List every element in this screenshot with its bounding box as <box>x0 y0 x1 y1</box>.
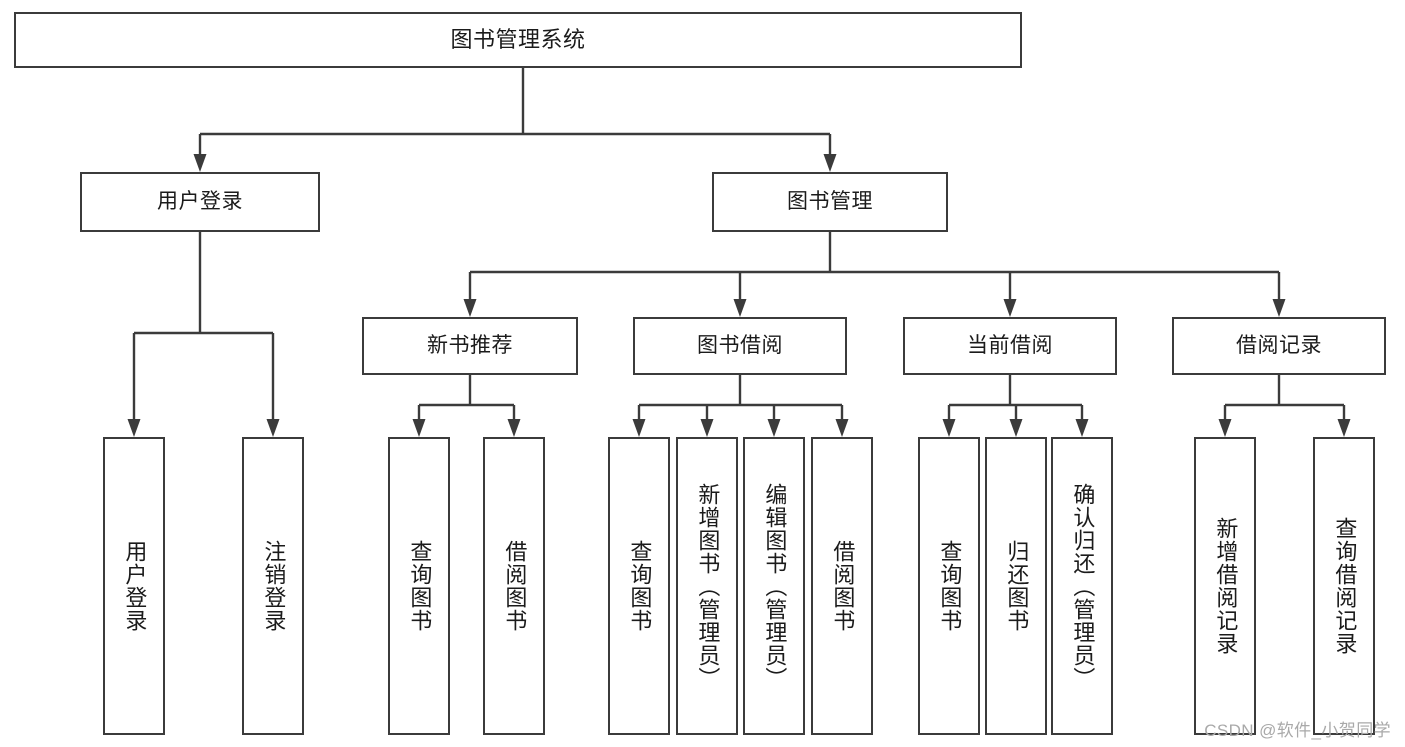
node-current-borrow[interactable]: 当前借阅 <box>903 317 1117 375</box>
node-book-manage[interactable]: 图书管理 <box>712 172 948 232</box>
node-label: 注销登录 <box>261 540 287 632</box>
node-leaf-confirm-return[interactable]: 确认归还（管理员） <box>1051 437 1113 735</box>
node-label: 查询图书 <box>407 540 433 632</box>
node-borrow-record[interactable]: 借阅记录 <box>1172 317 1386 375</box>
node-leaf-query-book-1[interactable]: 查询图书 <box>388 437 450 735</box>
node-label: 借阅记录 <box>1236 334 1322 358</box>
node-label: 查询借阅记录 <box>1332 517 1358 655</box>
connector-book-borrow-to-leaves <box>632 375 849 437</box>
node-user-login[interactable]: 用户登录 <box>80 172 320 232</box>
node-label: 用户登录 <box>122 540 148 632</box>
node-label: 借阅图书 <box>502 540 528 632</box>
connector-borrow-record-to-leaves <box>1218 375 1351 437</box>
connector-current-borrow-to-leaves <box>942 375 1089 437</box>
node-label: 新增借阅记录 <box>1213 517 1239 655</box>
node-leaf-query-book-3[interactable]: 查询图书 <box>918 437 980 735</box>
node-leaf-user-login[interactable]: 用户登录 <box>103 437 165 735</box>
node-label: 新书推荐 <box>427 334 513 358</box>
watermark: CSDN @软件_小贺同学 <box>1204 721 1391 740</box>
node-label: 图书管理系统 <box>450 26 586 52</box>
node-leaf-return-book[interactable]: 归还图书 <box>985 437 1047 735</box>
node-leaf-add-book[interactable]: 新增图书（管理员） <box>676 437 738 735</box>
node-leaf-add-borrow-record[interactable]: 新增借阅记录 <box>1194 437 1256 735</box>
node-label: 确认归还（管理员） <box>1070 482 1096 690</box>
node-label: 查询图书 <box>627 540 653 632</box>
node-label: 编辑图书（管理员） <box>762 482 788 690</box>
node-label: 新增图书（管理员） <box>695 482 721 690</box>
node-label: 当前借阅 <box>967 334 1053 358</box>
node-label: 借阅图书 <box>830 540 856 632</box>
node-root[interactable]: 图书管理系统 <box>14 12 1022 68</box>
connector-root-to-level1 <box>193 68 837 172</box>
node-leaf-logout[interactable]: 注销登录 <box>242 437 304 735</box>
node-book-borrow[interactable]: 图书借阅 <box>633 317 847 375</box>
node-leaf-query-borrow-record[interactable]: 查询借阅记录 <box>1313 437 1375 735</box>
connector-user-login-to-leaves <box>127 232 280 437</box>
connector-book-manage-to-level2 <box>463 232 1286 317</box>
node-leaf-query-book-2[interactable]: 查询图书 <box>608 437 670 735</box>
node-label: 图书借阅 <box>697 334 783 358</box>
node-label: 归还图书 <box>1004 540 1030 632</box>
node-leaf-edit-book[interactable]: 编辑图书（管理员） <box>743 437 805 735</box>
node-leaf-borrow-book-2[interactable]: 借阅图书 <box>811 437 873 735</box>
node-label: 查询图书 <box>937 540 963 632</box>
connector-new-book-recommend-to-leaves <box>412 375 521 437</box>
node-label: 用户登录 <box>157 190 243 214</box>
node-label: 图书管理 <box>787 190 873 214</box>
node-new-book-recommend[interactable]: 新书推荐 <box>362 317 578 375</box>
node-leaf-borrow-book-1[interactable]: 借阅图书 <box>483 437 545 735</box>
